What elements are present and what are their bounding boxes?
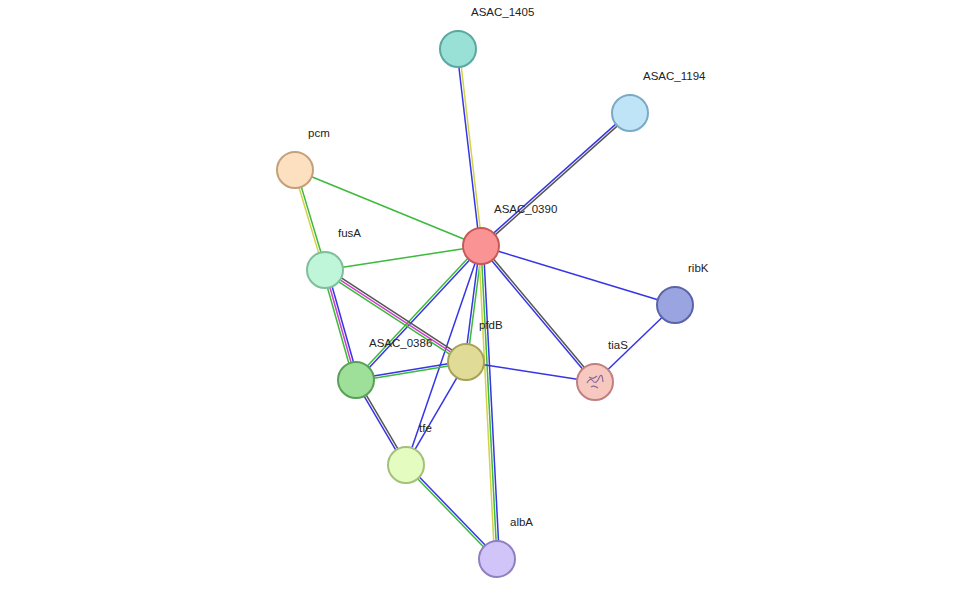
evidence-line [415, 378, 457, 450]
evidence-line [328, 288, 349, 363]
interaction-edge [467, 264, 480, 345]
protein-node: ASAC_1405 [439, 30, 477, 68]
evidence-line [461, 67, 480, 228]
evidence-line [495, 126, 617, 235]
protein-label: ribK [688, 261, 708, 275]
interaction-edge [492, 259, 585, 369]
evidence-line [492, 261, 583, 369]
evidence-line [459, 67, 478, 228]
protein-node: tiaS [576, 363, 614, 401]
protein-label: ASAC_1405 [471, 5, 534, 19]
evidence-line [366, 395, 398, 449]
protein-label: ASAC_0390 [494, 202, 557, 216]
protein-node: ASAC_0390 [462, 227, 500, 265]
interaction-edge [374, 364, 449, 379]
interaction-edge [494, 124, 618, 235]
evidence-line [299, 188, 319, 254]
evidence-line [341, 278, 452, 350]
interaction-edge [484, 365, 577, 379]
interaction-edge [343, 249, 463, 268]
interaction-edge [299, 187, 321, 253]
evidence-line [340, 280, 451, 352]
protein-node: ribK [656, 286, 694, 324]
interaction-edge [328, 287, 354, 364]
evidence-line [343, 249, 463, 268]
structure-squiggle [587, 375, 603, 388]
protein-label: pcm [308, 126, 330, 140]
protein-node: ASAC_1194 [611, 94, 649, 132]
interaction-edge [459, 67, 480, 229]
protein-label: ASAC_0386 [369, 336, 432, 350]
evidence-line [312, 177, 465, 239]
protein-node: tfe [387, 446, 425, 484]
interaction-edge [312, 177, 465, 239]
evidence-line [330, 287, 351, 362]
evidence-line [608, 317, 662, 369]
evidence-line [493, 259, 584, 367]
protein-label: fusA [338, 226, 361, 240]
interaction-edge [415, 378, 457, 450]
interaction-edge [480, 264, 499, 541]
interaction-edge [608, 317, 662, 369]
evidence-line [339, 282, 450, 354]
evidence-line [332, 287, 353, 362]
protein-node: ASAC_0386 [337, 361, 375, 399]
evidence-line [419, 477, 485, 545]
evidence-line [374, 364, 448, 376]
evidence-line [494, 124, 616, 233]
protein-node: fusA [306, 251, 344, 289]
protein-node: pfdB [447, 343, 485, 381]
evidence-line [480, 264, 494, 541]
protein-node: pcm [276, 151, 314, 189]
protein-label: pfdB [479, 318, 503, 332]
evidence-line [364, 396, 396, 450]
evidence-line [301, 187, 321, 253]
evidence-line [467, 264, 477, 344]
protein-node: albA [478, 540, 516, 578]
evidence-line [484, 365, 577, 379]
evidence-line [418, 479, 484, 547]
structure-glyph [578, 365, 611, 398]
protein-label: tfe [419, 421, 432, 435]
interaction-edge [364, 395, 398, 450]
interaction-edge [339, 278, 452, 354]
protein-label: albA [510, 515, 533, 529]
interaction-edge [418, 477, 486, 547]
evidence-line [482, 264, 496, 541]
evidence-line [374, 366, 448, 378]
protein-label: tiaS [608, 338, 628, 352]
protein-label: ASAC_1194 [643, 69, 705, 83]
